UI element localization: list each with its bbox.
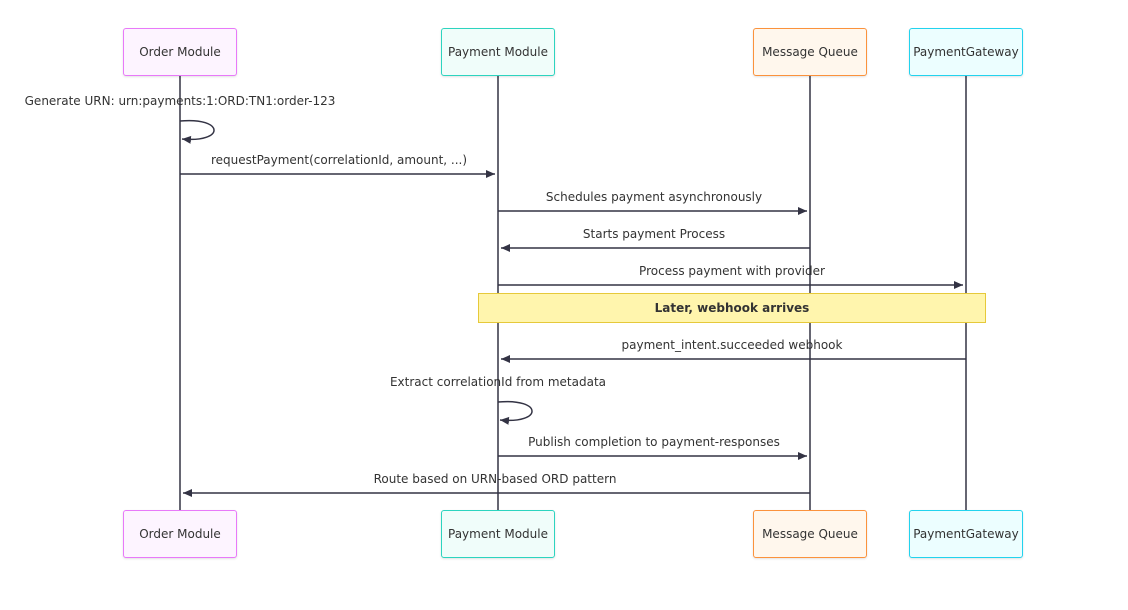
note-later-webhook-arrives: Later, webhook arrives: [478, 293, 986, 323]
self-loop-arrow-1: [179, 119, 215, 144]
message-label-2: requestPayment(correlationId, amount, ..…: [210, 153, 468, 167]
self-loop-arrow-8: [497, 400, 533, 425]
message-label-3: Schedules payment asynchronously: [545, 190, 763, 204]
actor-payment-bottom: Payment Module: [441, 510, 555, 558]
message-label-8: Extract correlationId from metadata: [389, 375, 607, 389]
actor-gateway-bottom: PaymentGateway: [909, 510, 1023, 558]
message-label-9: Publish completion to payment-responses: [528, 435, 780, 449]
actor-payment-top: Payment Module: [441, 28, 555, 76]
message-label-10: Route based on URN-based ORD pattern: [373, 472, 617, 486]
actor-order-top: Order Module: [123, 28, 237, 76]
message-label-4: Starts payment Process: [582, 227, 726, 241]
actor-gateway-top: PaymentGateway: [909, 28, 1023, 76]
message-label-5: Process payment with provider: [639, 264, 825, 278]
actor-order-bottom: Order Module: [123, 510, 237, 558]
actor-queue-top: Message Queue: [753, 28, 867, 76]
actor-queue-bottom: Message Queue: [753, 510, 867, 558]
message-label-1: Generate URN: urn:payments:1:ORD:TN1:ord…: [24, 94, 336, 108]
message-label-7: payment_intent.succeeded webhook: [621, 338, 843, 352]
